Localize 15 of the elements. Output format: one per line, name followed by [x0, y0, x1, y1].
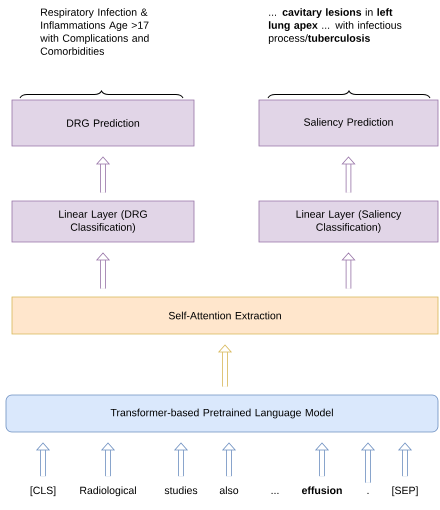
- annotation-text: ... cavitary lesions in left lung apex ... with infectious process/tuberculosis: [268, 8, 402, 44]
- prediction-box: DRG Prediction: [12, 100, 194, 146]
- ellipsis-text: ...: [272, 492, 278, 494]
- layer-box: Linear Layer (DRG Classification): [12, 200, 194, 242]
- token-text: [CLS]: [30, 486, 56, 496]
- token-text: effusion: [302, 486, 342, 494]
- extraction-box: Self-Attention Extraction: [12, 296, 438, 334]
- model-box: Transformer-based Pretrained Language Model: [6, 394, 438, 432]
- layer-box: Linear Layer (Saliency Classification): [258, 200, 438, 242]
- annotation-text: Respiratory Infection & Inflammations Age >17 with Complications and Comorbidities: [40, 8, 149, 55]
- token-text: [SEP]: [392, 486, 418, 496]
- token-text: Radiological: [80, 486, 136, 496]
- token-text: also: [220, 486, 238, 494]
- prediction-box: Saliency Prediction: [258, 100, 438, 146]
- token-text: studies: [164, 486, 198, 494]
